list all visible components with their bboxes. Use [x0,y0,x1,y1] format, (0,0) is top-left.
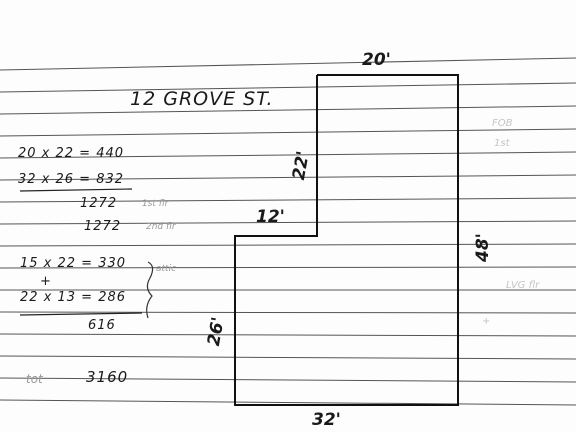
faint-note-right-mid: LVG flr [506,280,540,291]
address-title: 12 GROVE ST. [130,88,274,110]
ruled-lines [0,57,576,406]
calc-line-3: 15 x 22 = 330 [20,256,127,271]
faint-note-right-mark: + [482,316,491,327]
house-outline [234,74,459,406]
faint-note-right-top-1: FOB [492,118,513,129]
faint-note-right-top-2: 1st [494,138,510,149]
calc-note-3: attic [156,264,177,274]
bottom-label: tot [26,372,43,386]
dimension-bottom: 32' [312,410,341,430]
calc-note-2: 2nd flr [146,222,176,232]
sum-underline-1 [19,188,133,192]
dimension-step: 12' [256,207,285,227]
dimension-right: 48' [473,233,493,262]
sum-underline-2 [19,312,143,316]
calc-line-4: 22 x 13 = 286 [20,290,127,305]
calc-line-1: 20 x 22 = 440 [18,146,125,161]
calc-total-3: 616 [88,318,116,333]
dimension-top: 20' [362,50,391,70]
calc-total-1: 1272 [80,196,118,211]
calc-total-2: 1272 [84,219,122,234]
attic-bracket [146,261,154,319]
bottom-total: 3160 [86,368,129,386]
calc-line-2: 32 x 26 = 832 [18,172,125,187]
calc-note-1: 1st flr [142,199,169,209]
calc-plus: + [40,274,52,289]
